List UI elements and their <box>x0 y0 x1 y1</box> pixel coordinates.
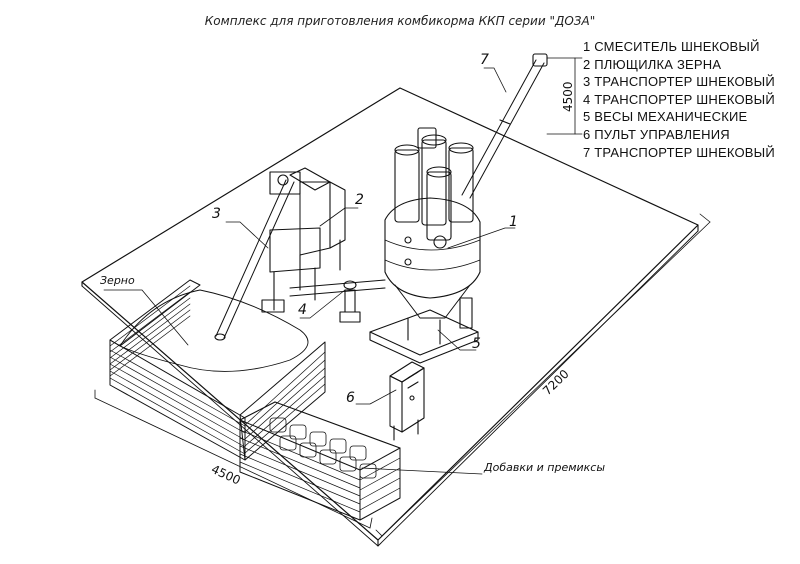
dimension-line-height <box>546 57 583 135</box>
grain-label: Зерно <box>100 274 135 287</box>
legend-item-6: 6 ПУЛЬТ УПРАВЛЕНИЯ <box>583 126 730 142</box>
legend: 1 СМЕСИТЕЛЬ ШНЕКОВЫЙ 2 ПЛЮЩИЛКА ЗЕРНА 3 … <box>583 38 775 161</box>
legend-item-7: 7 ТРАНСПОРТЕР ШНЕКОВЫЙ <box>583 144 775 160</box>
page-title: Комплекс для приготовления комбикорма КК… <box>204 14 596 28</box>
legend-item-5: 5 ВЕСЫ МЕХАНИЧЕСКИЕ <box>583 109 748 125</box>
legend-item-2: 2 ПЛЮЩИЛКА ЗЕРНА <box>583 56 722 72</box>
auger-mixer-1 <box>384 127 481 319</box>
legend-item-3: 3 ТРАНСПОРТЕР ШНЕКОВЫЙ <box>583 74 775 90</box>
legend-item-1: 1 СМЕСИТЕЛЬ ШНЕКОВЫЙ <box>583 39 760 54</box>
legend-item-4: 4 ТРАНСПОРТЕР ШНЕКОВЫЙ <box>583 91 775 107</box>
dimension-height: 4500 <box>561 81 575 112</box>
grain-crusher-2 <box>261 167 346 313</box>
dimension-line-width <box>94 389 373 529</box>
grain-bin <box>109 279 326 461</box>
auger-conveyor-7 <box>461 53 548 199</box>
callout-6: 6 <box>346 390 355 406</box>
control-panel-6 <box>389 361 425 441</box>
callout-3: 3 <box>212 206 221 222</box>
auger-conveyor-4 <box>289 279 386 323</box>
callout-5: 5 <box>472 336 481 352</box>
callout-2: 2 <box>355 192 364 208</box>
callout-1: 1 <box>509 214 518 230</box>
callout-7: 7 <box>480 52 489 68</box>
additives-container <box>239 401 401 521</box>
callout-leaders <box>103 67 516 475</box>
dimension-line-length <box>375 213 711 537</box>
auger-conveyor-3 <box>214 171 301 341</box>
additives-label: Добавки и премиксы <box>484 461 606 474</box>
mechanical-scales-5 <box>369 297 479 364</box>
callout-4: 4 <box>298 302 307 318</box>
